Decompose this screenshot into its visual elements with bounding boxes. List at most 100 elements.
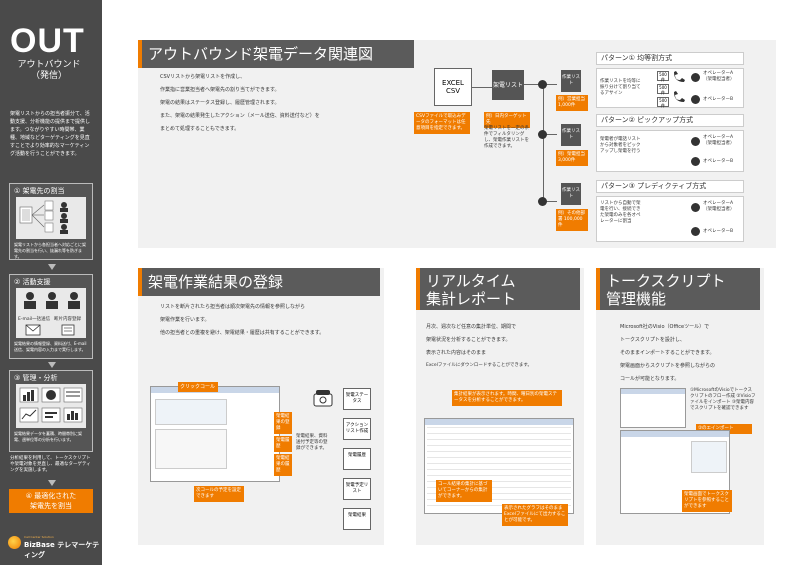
arrow-down-icon: [48, 264, 56, 270]
operator-a-role: （架電担当者）: [703, 77, 735, 82]
final-step-line-1: ④ 最適化された: [25, 492, 77, 500]
operator-a-name: オペレーターA: [703, 71, 734, 76]
operator-a-label: オペレーターA（架電担当者）: [703, 201, 743, 213]
sidebar-description: 架電リストからの担当者振分て、活動支援、分析機能の提供まで提供します。つながりや…: [10, 111, 91, 157]
operator-b-label: オペレーターB: [703, 229, 734, 234]
pattern-2-body: 架電者が電話リストから対象者をピックアップし架電を行う オペレーターA（架電担当…: [596, 130, 744, 172]
window-titlebar: [621, 389, 685, 394]
out-subtitle: アウトバウンド （発信）: [4, 60, 94, 82]
example-callout-2: 例）架電担当 3,000件: [556, 150, 588, 166]
assign-diagram-icon: [19, 200, 68, 234]
body-line: 架電作業を行います。: [160, 317, 210, 323]
body-line: 架電の結果はステータス登録し、履歴管理されます。: [160, 100, 280, 106]
accent-bar: [138, 40, 142, 68]
step-1-illustration: [16, 197, 86, 239]
operator-icon: [691, 157, 700, 166]
support-people-icon: [24, 292, 80, 309]
pattern-2-header: パターン② ピックアップ方式: [596, 114, 744, 127]
csv-callout: CSVファイルで取込みデータのフォーマットは任意項目を指定できます。: [414, 112, 470, 134]
email-label: E-mail一括送信: [18, 317, 51, 322]
excel-csv-label: EXCEL CSV: [442, 79, 464, 95]
realtime-report-panel: リアルタイム 集計レポート 月次、週次など任意の集計単位、期間で 架電状況を分析…: [416, 268, 584, 545]
step-3-box: ③ 管理・分析 架電結果データを蓄積、時間帯別に架電、週単位等の分析を行います。: [9, 370, 93, 452]
talk-script-panel: トークスクリプト 管理機能 Microsoft社のVisio（Officeツール…: [596, 268, 764, 545]
panel-title-line-1: リアルタイム: [426, 272, 516, 290]
work-list-box-2: 作業リスト: [561, 124, 581, 146]
script-flow-pane: [691, 441, 727, 473]
body-line: 架電状況を分析することができます。: [426, 337, 511, 343]
step-2-note: 架電結果の情報登録、資料送付、E-mail送信、架電内容の入力まで実行します。: [14, 341, 87, 352]
count-500: 500件: [657, 84, 669, 95]
operator-b-label: オペレーターB: [703, 97, 734, 102]
connector-line: [543, 134, 557, 135]
final-step-box: ④ 最適化された 架電先を割当: [9, 489, 93, 513]
body-line: また、架電の結果発生したアクション（メール送信、資料送付など）を: [160, 113, 320, 119]
step-3-note: 架電結果データを蓄積、時間帯別に架電、週単位等の分析を行います。: [14, 431, 82, 442]
accent-bar: [596, 268, 600, 310]
report-bottom-left-callout: コール結果の集計に基づいてコーナーからの集計ができます。: [436, 480, 492, 502]
body-line: CSVリストから架電リストを作成し、: [160, 74, 246, 80]
filter-note: 架電リストを一定の条件でフィルタリングし、架電作業リストを作成できます。: [484, 126, 529, 149]
import-callout: ②のエインポート: [696, 424, 752, 434]
analytics-charts-icon: [19, 387, 83, 423]
example-callout-3: 例）その他部署 100,000件: [556, 209, 588, 231]
body-line: Microsoft社のVisio（Officeツール）で: [620, 324, 710, 330]
step-1-title: ① 架電先の割当: [14, 187, 65, 195]
operator-icon: [691, 137, 700, 146]
step-3-illustration: [16, 384, 86, 428]
mail-icon: [25, 324, 75, 336]
outbound-data-panel: アウトバウンド架電データ関連図 CSVリストから架電リストを作成し、 作業指に営…: [138, 40, 776, 248]
count-500: 500件: [657, 97, 669, 108]
sidebar: OUT アウトバウンド （発信） 架電リストからの担当者振分て、活動支援、分析機…: [0, 0, 102, 565]
bizbase-logo-icon: [8, 536, 21, 549]
call-history-area: [155, 429, 227, 469]
step-2-illustration: E-mail一括送信 断片内容登録: [16, 288, 86, 338]
next-call-callout: 次コールの予定を設定できます: [194, 486, 244, 502]
body-line: 作業指に営業担当者へ架電先の割り当てができます。: [160, 87, 280, 93]
accent-bar: [416, 268, 420, 310]
script-reference-callout: 架電画面でトークスクリプトを参照することができます: [682, 490, 732, 512]
body-line: そのままインポートすることができます。: [620, 350, 715, 356]
pattern-3-note: リストから自動で架電を行い、接続できた架電のみを各オペレーターに割当: [600, 201, 641, 224]
body-line: Excelファイルにダウンロードすることができます。: [426, 363, 532, 368]
pattern-2-note: 架電者が電話リストから対象者をピックアップし架電を行う: [600, 137, 641, 154]
connector-line: [543, 84, 544, 202]
step-1-note: 架電リストから各担当者へ対応ごとに架電先の割当を行い、抜漏れ等を防ぎます。: [14, 242, 86, 259]
accent-bar: [138, 268, 142, 296]
operator-icon: [691, 227, 700, 236]
body-line: 架電画面からスクリプトを参照しながらの: [620, 363, 716, 369]
output-document: 架電履歴: [343, 448, 371, 470]
target-callout: 例）日内ターゲット先: [484, 112, 530, 128]
operator-icon: [691, 73, 700, 82]
visio-note: ①MicrosoftのVisioでトークスクリプトのフロー作成 ②Visioファ…: [690, 388, 756, 411]
body-line: 表示された内容はそのまま: [426, 350, 487, 356]
junction-dot-icon: [538, 197, 547, 206]
pattern-3-header: パターン③ プレディクティブ方式: [596, 180, 744, 193]
step-2-box: ② 活動支援 E-mail一括送信 断片内容登録 架電結果の情報登録、資料送付、…: [9, 274, 93, 359]
operator-a-name: オペレーターA: [703, 201, 734, 206]
bizbase-logo: BizBase テレマーケティング: [24, 541, 100, 559]
result-history-callout: 架電結果の履歴: [274, 454, 292, 476]
junction-dot-icon: [538, 80, 547, 89]
call-result-panel: 架電作業結果の登録 リストを断片されたら担当者は順次架電先の情報を参照しながら …: [138, 268, 384, 545]
window-titlebar: [425, 419, 573, 425]
panel-title: アウトバウンド架電データ関連図: [138, 40, 414, 68]
junction-dot-icon: [538, 130, 547, 139]
step-1-box: ① 架電先の割当 架電リストから各担当者へ対応ごとに架電先の割当を行い、抜漏れ等…: [9, 183, 93, 260]
arrow-down-icon: [48, 362, 56, 368]
output-document: 架電予定リスト: [343, 478, 371, 500]
arrow-down-icon: [48, 480, 56, 486]
connector-line: [543, 201, 557, 202]
pattern-1-header: パターン① 均等割方式: [596, 52, 744, 65]
out-subtitle-1: アウトバウンド: [17, 60, 81, 70]
content-label: 断片内容登録: [54, 317, 81, 322]
work-list-box-1: 作業リスト: [561, 70, 581, 92]
operator-a-role: （架電担当者）: [703, 207, 735, 212]
phone-icon: [674, 71, 685, 102]
step-2-title: ② 活動支援: [14, 278, 51, 286]
connector-line: [472, 87, 492, 88]
call-form-area: [155, 399, 227, 425]
count-500: 500件: [657, 71, 669, 82]
operator-a-label: オペレーターA（架電担当者）: [703, 135, 743, 147]
body-line: まとめて処理することもできます。: [160, 126, 240, 132]
